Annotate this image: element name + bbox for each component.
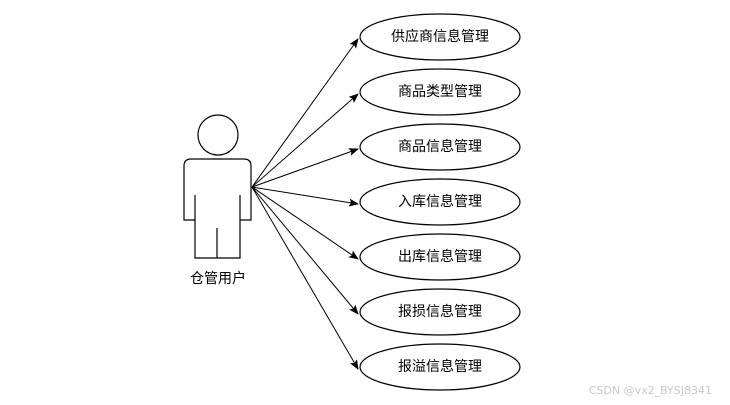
watermark: CSDN @vx2_BYSJ8341 — [588, 384, 712, 397]
use-case-label: 商品信息管理 — [398, 139, 482, 155]
use-case-ellipse — [359, 68, 521, 116]
use-case-ellipse — [359, 288, 521, 336]
use-case-ellipse — [359, 233, 521, 281]
use-case-label: 供应商信息管理 — [391, 29, 489, 45]
use-case-label: 商品类型管理 — [398, 84, 482, 100]
association-arrow — [251, 186, 359, 260]
use-case-ellipse — [359, 123, 521, 171]
use-case-label: 报溢信息管理 — [398, 359, 482, 375]
use-case-label: 报损信息管理 — [398, 304, 482, 320]
association-arrow — [251, 148, 359, 188]
use-case-ellipse — [359, 343, 521, 391]
association-arrow — [251, 93, 359, 188]
use-case-label: 出库信息管理 — [398, 249, 482, 265]
use-case-ellipse — [359, 178, 521, 226]
association-arrow — [251, 186, 359, 315]
use-case-ellipse — [359, 13, 521, 61]
actor-label: 仓管用户 — [190, 271, 246, 287]
association-arrow — [251, 38, 359, 188]
actor-figure — [183, 114, 252, 259]
use-case-label: 入库信息管理 — [398, 194, 482, 210]
association-arrow — [251, 186, 359, 370]
association-arrow — [251, 186, 359, 207]
